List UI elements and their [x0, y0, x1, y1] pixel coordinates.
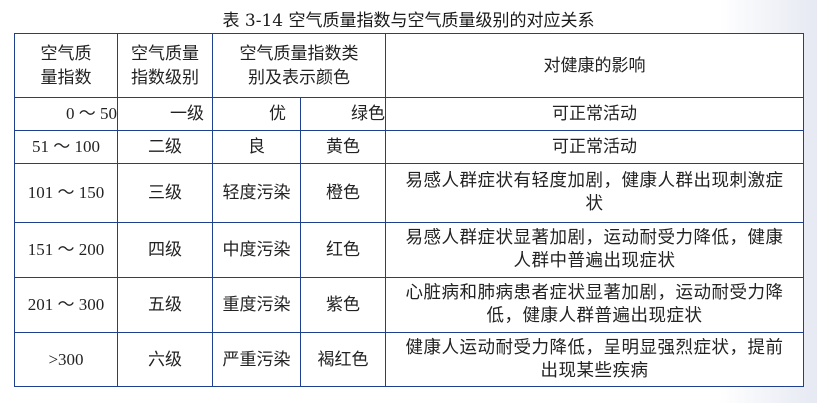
- cell-range: 51 ～ 100: [14, 130, 118, 164]
- cell-range: 0 ～ 50: [14, 97, 118, 131]
- cell-level: 三级: [117, 163, 213, 223]
- aqi-table: 空气质量指数 空气质量指数级别 空气质量指数类别及表示颜色 对健康的影响 0 ～…: [14, 33, 804, 387]
- cell-category: 良: [212, 130, 301, 164]
- header-level: 空气质量指数级别: [117, 33, 213, 98]
- cell-color: 橙色: [300, 163, 386, 223]
- cell-color: 绿色: [300, 97, 386, 131]
- cell-range: >300: [14, 332, 118, 387]
- cell-range: 101 ～ 150: [14, 163, 118, 223]
- cell-color: 紫色: [300, 277, 386, 333]
- cell-level: 六级: [117, 332, 213, 387]
- cell-range: 151 ～ 200: [14, 222, 118, 278]
- cell-category: 严重污染: [212, 332, 301, 387]
- cell-color: 褐红色: [300, 332, 386, 387]
- table-row: 0 ～ 50 一级 优 绿色 可正常活动: [14, 97, 804, 131]
- header-health: 对健康的影响: [385, 33, 804, 98]
- cell-color: 红色: [300, 222, 386, 278]
- cell-level: 五级: [117, 277, 213, 333]
- cell-category: 优: [212, 97, 301, 131]
- cell-health: 健康人运动耐受力降低，呈明显强烈症状，提前出现某些疾病: [385, 332, 804, 387]
- table-title: 表 3-14 空气质量指数与空气质量级别的对应关系: [222, 11, 595, 31]
- table-row: 201 ～ 300 五级 重度污染 紫色 心脏病和肺病患者症状显著加剧，运动耐受…: [14, 277, 804, 333]
- cell-level: 四级: [117, 222, 213, 278]
- table-row: 101 ～ 150 三级 轻度污染 橙色 易感人群症状有轻度加剧，健康人群出现刺…: [14, 163, 804, 223]
- cell-category: 轻度污染: [212, 163, 301, 223]
- cell-color: 黄色: [300, 130, 386, 164]
- cell-level: 一级: [117, 97, 213, 131]
- cell-category: 中度污染: [212, 222, 301, 278]
- cell-health: 易感人群症状显著加剧，运动耐受力降低，健康人群中普遍出现症状: [385, 222, 804, 278]
- cell-health: 易感人群症状有轻度加剧，健康人群出现刺激症状: [385, 163, 804, 223]
- table-row: 151 ～ 200 四级 中度污染 红色 易感人群症状显著加剧，运动耐受力降低，…: [14, 222, 804, 278]
- table-header-row: 空气质量指数 空气质量指数级别 空气质量指数类别及表示颜色 对健康的影响: [14, 33, 804, 98]
- header-index: 空气质量指数: [14, 33, 118, 98]
- cell-health: 可正常活动: [385, 97, 804, 131]
- cell-range: 201 ～ 300: [14, 277, 118, 333]
- table-row: 51 ～ 100 二级 良 黄色 可正常活动: [14, 130, 804, 164]
- cell-category: 重度污染: [212, 277, 301, 333]
- cell-level: 二级: [117, 130, 213, 164]
- header-category-color: 空气质量指数类别及表示颜色: [212, 33, 386, 98]
- cell-health: 心脏病和肺病患者症状显著加剧，运动耐受力降低，健康人群普遍出现症状: [385, 277, 804, 333]
- table-row: >300 六级 严重污染 褐红色 健康人运动耐受力降低，呈明显强烈症状，提前出现…: [14, 332, 804, 387]
- cell-health: 可正常活动: [385, 130, 804, 164]
